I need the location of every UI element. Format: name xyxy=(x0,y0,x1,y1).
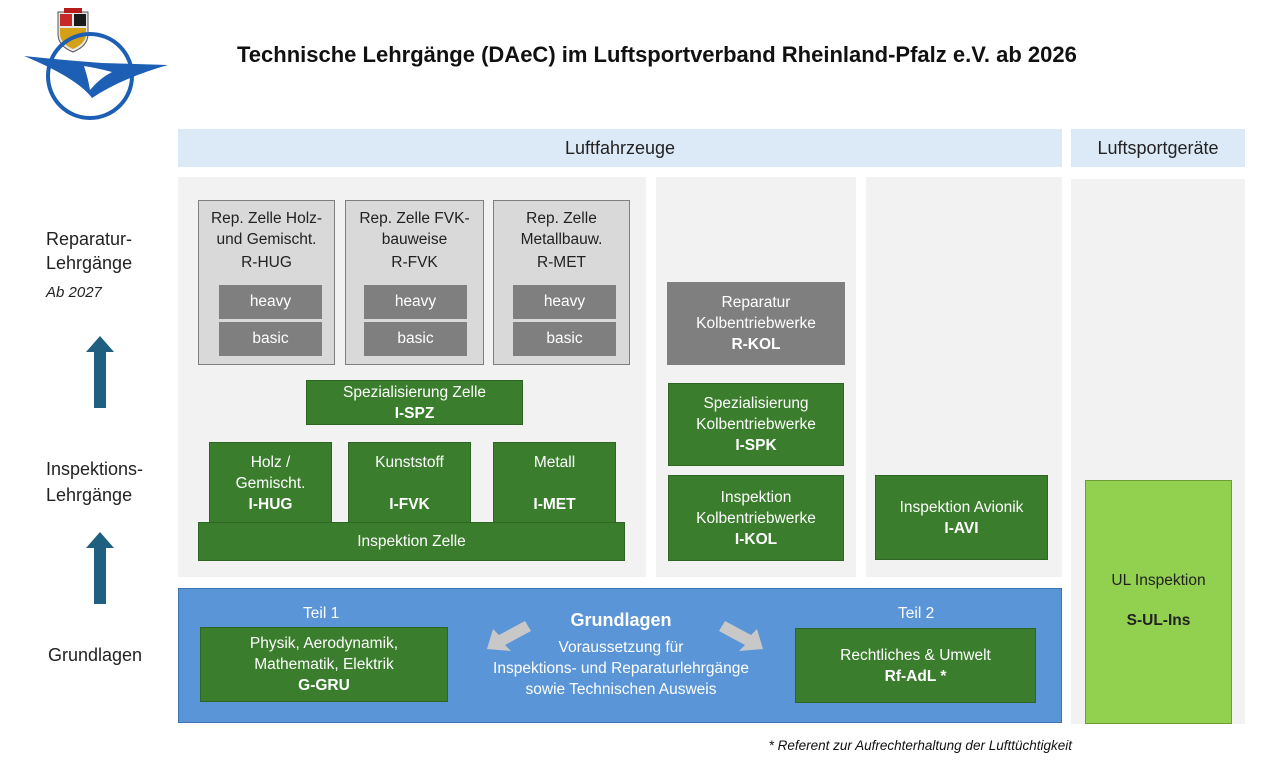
r-fvk-line1: Rep. Zelle FVK- xyxy=(359,210,470,227)
teil2-label: Teil 2 xyxy=(898,605,935,622)
i-spk-line1: Spezialisierung xyxy=(703,395,809,412)
grundlagen-desc2: Inspektions- und Reparaturlehrgänge xyxy=(493,660,749,677)
r-met-line2: Metallbauw. xyxy=(520,231,603,248)
box-rf-adl: Rechtliches & Umwelt Rf-AdL * xyxy=(795,628,1036,703)
grundlagen-desc1: Voraussetzung für xyxy=(558,639,684,656)
i-kol-line1: Inspektion xyxy=(720,488,792,506)
g-gru-line2: Mathematik, Elektrik xyxy=(254,656,394,673)
label-inspektion: Inspektions- Lehrgänge xyxy=(46,457,143,507)
r-hug-code: R-HUG xyxy=(241,254,292,271)
i-fvk-line1: Kunststoff xyxy=(375,454,444,471)
r-fvk-code: R-FVK xyxy=(391,254,438,271)
arrow-up-icon xyxy=(86,532,114,604)
box-i-kol: Inspektion Kolbentriebwerke I-KOL xyxy=(668,475,844,561)
arrow-left-icon xyxy=(487,621,531,651)
i-avi-code: I-AVI xyxy=(944,519,979,537)
page-title: Technische Lehrgänge (DAeC) im Luftsport… xyxy=(237,42,1077,67)
header-luftsportgeraete: Luftsportgeräte xyxy=(1071,129,1245,167)
r-kol-line2: Kolbentriebwerke xyxy=(696,315,816,332)
box-r-fvk: Rep. Zelle FVK- bauweise R-FVK heavy bas… xyxy=(345,200,484,365)
s-ul-ins-line1: UL Inspektion xyxy=(1111,572,1206,589)
box-r-met: Rep. Zelle Metallbauw. R-MET heavy basic xyxy=(493,200,630,365)
i-kol-code: I-KOL xyxy=(734,530,778,548)
r-kol-line1: Reparatur xyxy=(721,294,791,311)
r-fvk-basic: basic xyxy=(364,322,467,356)
box-r-hug: Rep. Zelle Holz- und Gemischt. R-HUG hea… xyxy=(198,200,335,365)
box-s-ul-ins: UL Inspektion S-UL-Ins xyxy=(1085,480,1232,724)
r-met-heavy: heavy xyxy=(513,285,616,319)
label-reparatur-line1: Reparatur- xyxy=(46,229,133,249)
footnote: * Referent zur Aufrechterhaltung der Luf… xyxy=(768,738,1072,753)
grundlagen-heading: Grundlagen xyxy=(570,610,672,630)
grundlagen-desc3: sowie Technischen Ausweis xyxy=(525,681,717,698)
box-g-gru: Physik, Aerodynamik, Mathematik, Elektri… xyxy=(200,627,448,702)
box-i-spz: Spezialisierung Zelle I-SPZ xyxy=(306,380,523,425)
lsv-logo xyxy=(24,8,168,120)
label-reparatur-line2: Lehrgänge xyxy=(46,253,133,273)
header-luftfahrzeuge: Luftfahrzeuge xyxy=(178,129,1062,167)
grundlagen-band: Teil 1 Teil 2 Physik, Aerodynamik, Mathe… xyxy=(178,588,1062,723)
r-met-code: R-MET xyxy=(536,254,587,271)
grundlagen-center: Grundlagen Voraussetzung für Inspektions… xyxy=(475,609,767,700)
rf-adl-code: Rf-AdL * xyxy=(884,667,947,685)
i-spk-line2: Kolbentriebwerke xyxy=(696,416,816,433)
g-gru-code: G-GRU xyxy=(298,677,350,694)
r-kol-code: R-KOL xyxy=(731,336,781,353)
i-avi-line1: Inspektion Avionik xyxy=(899,498,1024,516)
r-hug-line2: und Gemischt. xyxy=(216,231,317,248)
i-kol-line2: Kolbentriebwerke xyxy=(696,509,816,527)
i-spz-code: I-SPZ xyxy=(394,404,435,422)
g-gru-line1: Physik, Aerodynamik, xyxy=(249,635,399,652)
r-hug-line1: Rep. Zelle Holz- xyxy=(210,210,323,227)
i-hug-code: I-HUG xyxy=(248,496,293,513)
label-inspektion-line1: Inspektions- xyxy=(46,459,144,479)
box-inspektion-zelle: Inspektion Zelle xyxy=(198,522,625,561)
box-r-kol: Reparatur Kolbentriebwerke R-KOL xyxy=(667,282,845,365)
teil1-label: Teil 1 xyxy=(303,605,340,622)
box-i-avi: Inspektion Avionik I-AVI xyxy=(875,475,1048,560)
box-i-met: Metall I-MET xyxy=(493,442,616,524)
box-i-hug: Holz / Gemischt. I-HUG xyxy=(209,442,332,524)
label-inspektion-line2: Lehrgänge xyxy=(46,485,133,505)
rf-adl-line1: Rechtliches & Umwelt xyxy=(840,646,991,664)
r-met-line1: Rep. Zelle xyxy=(526,210,597,227)
i-spz-line1: Spezialisierung Zelle xyxy=(342,383,487,401)
i-hug-line2: Gemischt. xyxy=(235,475,306,492)
r-fvk-line2: bauweise xyxy=(381,231,448,248)
box-i-spk: Spezialisierung Kolbentriebwerke I-SPK xyxy=(668,383,844,466)
arrow-up-icon xyxy=(86,336,114,408)
arrow-right-icon xyxy=(719,621,763,651)
i-fvk-code: I-FVK xyxy=(389,496,430,513)
i-met-line1: Metall xyxy=(533,454,576,471)
i-met-code: I-MET xyxy=(533,496,576,513)
s-ul-ins-code: S-UL-Ins xyxy=(1126,612,1191,629)
i-hug-line1: Holz / xyxy=(250,454,291,471)
label-grundlagen: Grundlagen xyxy=(48,645,143,665)
label-ab-2027: Ab 2027 xyxy=(46,284,102,301)
r-hug-basic: basic xyxy=(219,322,322,356)
label-reparatur: Reparatur- Lehrgänge Ab 2027 xyxy=(46,227,132,305)
box-i-fvk: Kunststoff I-FVK xyxy=(348,442,471,524)
r-met-basic: basic xyxy=(513,322,616,356)
r-hug-heavy: heavy xyxy=(219,285,322,319)
r-fvk-heavy: heavy xyxy=(364,285,467,319)
i-spk-code: I-SPK xyxy=(735,437,777,454)
